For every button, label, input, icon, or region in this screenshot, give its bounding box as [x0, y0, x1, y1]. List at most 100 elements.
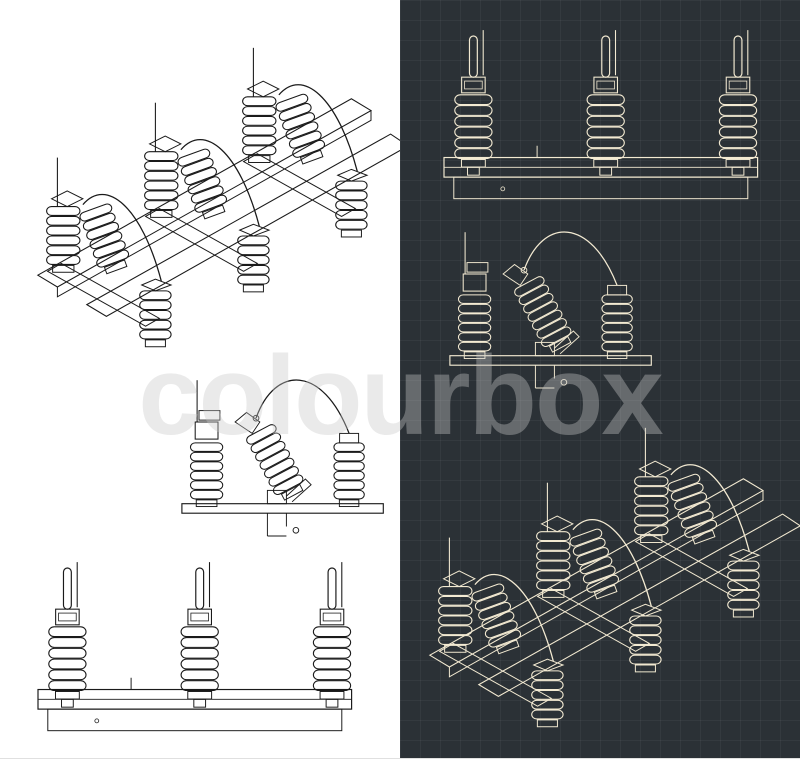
contact-head: [725, 76, 751, 94]
insulator-shed: [187, 176, 221, 195]
insulator-shed: [629, 644, 662, 655]
insulator-shed: [670, 482, 704, 501]
insulator-shed: [680, 510, 714, 529]
insulator-base: [536, 719, 558, 728]
insulator-shed: [144, 200, 179, 211]
left-clamp: [462, 273, 487, 292]
insulator-shed: [586, 148, 625, 160]
insulator: [335, 180, 368, 238]
insulator-shed: [531, 309, 563, 331]
arc-end: [252, 414, 260, 422]
contact-head: [461, 76, 486, 94]
insulator-shed: [246, 424, 277, 445]
left-clamp: [194, 421, 219, 440]
contact-detail: [190, 612, 209, 622]
bracket: [266, 513, 287, 537]
insulator-shed: [180, 669, 219, 681]
insulator-shed: [438, 605, 473, 616]
hinge: [502, 263, 529, 287]
base-channel: [47, 708, 343, 732]
insulator-shed: [46, 255, 81, 265]
tilted-insulator: [569, 528, 620, 600]
insulator-shed: [457, 303, 492, 314]
contact-detail: [728, 80, 748, 90]
bracket-bolt: [292, 526, 300, 534]
insulator-shed: [540, 326, 572, 348]
pole-foot: [61, 698, 74, 708]
pole-3: [718, 30, 758, 176]
insulator: [312, 626, 352, 700]
insulator-shed: [727, 599, 760, 610]
insulator-shed: [189, 461, 224, 471]
insulator: [275, 93, 326, 165]
iso-arc-blade: [670, 464, 750, 552]
insulator-shed: [189, 442, 224, 452]
front-cap: [630, 603, 663, 617]
insulator-shed: [474, 592, 508, 611]
insulator-shed: [727, 570, 760, 581]
insulator-shed: [536, 560, 571, 571]
bracket-bolt: [560, 378, 568, 386]
iso-cap: [540, 515, 574, 533]
insulator-shed: [96, 249, 130, 268]
insulator-base: [299, 149, 324, 165]
insulator-shed: [601, 332, 633, 342]
insulator-shed: [180, 637, 219, 648]
isometric-group: [428, 427, 800, 728]
insulator-shed: [48, 647, 87, 659]
contact-detail: [464, 80, 483, 90]
main-beam-side: [448, 490, 764, 678]
insulator: [667, 473, 718, 545]
insulator-shed: [46, 215, 81, 226]
insulator: [536, 531, 571, 598]
insulator-shed: [272, 474, 304, 496]
insulator-shed: [177, 148, 211, 167]
insulator-shed: [46, 206, 81, 216]
iso-unit-2: [144, 102, 271, 293]
front-view-group: [443, 30, 759, 200]
insulator: [246, 424, 304, 501]
insulator-shed: [667, 473, 701, 492]
insulator-shed: [454, 137, 493, 149]
insulator-shed: [457, 332, 492, 342]
bolt: [94, 718, 100, 724]
bottom-strip: [0, 758, 800, 778]
insulator-shed: [335, 190, 368, 201]
main-beam: [36, 98, 373, 288]
contact-detail: [596, 80, 615, 90]
tilted-insulator: [177, 148, 228, 220]
insulator: [454, 94, 493, 168]
insulator-shed: [484, 620, 518, 639]
insulator-base: [52, 264, 75, 273]
insulator-shed: [242, 145, 277, 156]
insulator: [144, 151, 179, 218]
insulator-shed: [48, 658, 87, 670]
insulator-shed: [312, 647, 352, 659]
insulator-shed: [634, 495, 669, 506]
insulator-shed: [282, 112, 316, 131]
insulator-shed: [569, 528, 603, 547]
pole-foot: [193, 698, 207, 708]
contact-head: [593, 76, 618, 94]
iso-cap: [638, 460, 672, 478]
front-cap: [238, 223, 271, 237]
insulator: [727, 560, 760, 618]
insulator-shed: [454, 126, 493, 138]
isometric-view-light: [36, 47, 400, 348]
iso-arc-blade: [82, 193, 162, 282]
insulator-shed: [48, 637, 87, 648]
insulator-base: [54, 690, 80, 700]
front-cap: [728, 548, 761, 562]
side-view-group: [181, 379, 384, 537]
dark-panel: [400, 0, 800, 778]
iso-unit-2: [536, 482, 663, 673]
insulator-shed: [438, 586, 473, 596]
isometric-group: [36, 47, 400, 348]
insulator-shed: [86, 221, 120, 240]
insulator-shed: [481, 611, 515, 630]
insulator-shed: [312, 658, 352, 670]
insulator-shed: [634, 525, 669, 536]
insulator-shed: [180, 647, 219, 659]
lever: [198, 410, 221, 421]
